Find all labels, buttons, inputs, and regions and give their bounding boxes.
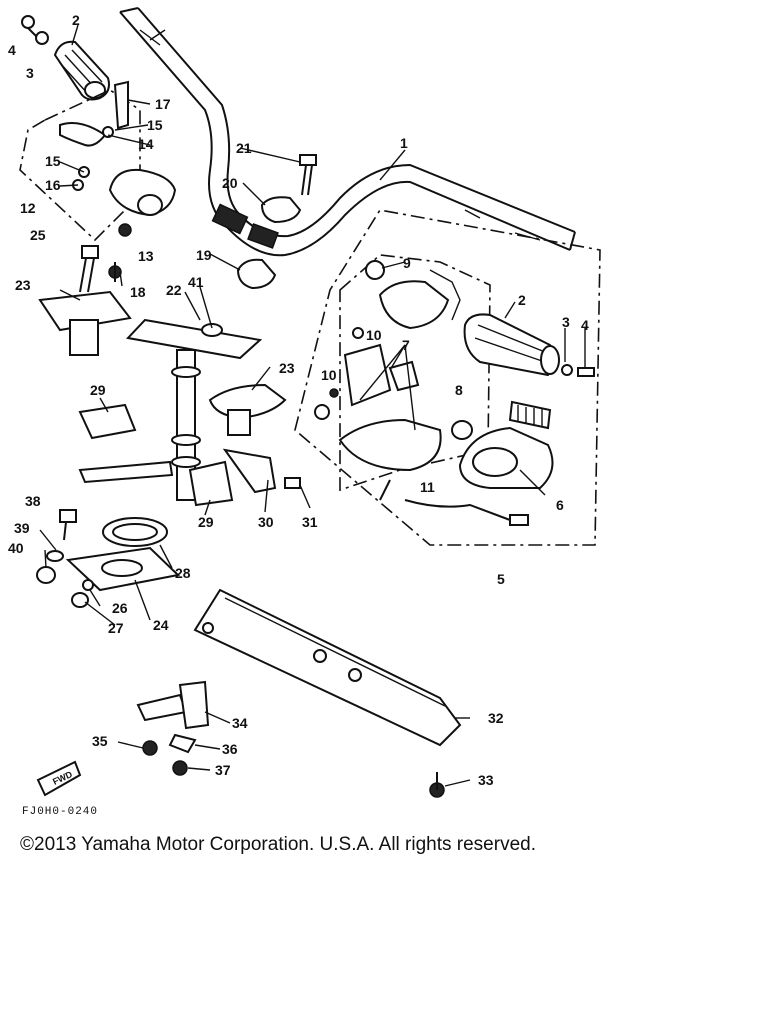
callout-20: 20 (222, 175, 238, 191)
left-bolt (21, 15, 37, 37)
handlebar (119, 7, 576, 257)
callout-31: 31 (302, 514, 318, 530)
right-washer (561, 364, 573, 376)
bolt-21 (299, 154, 317, 196)
callout-15a: 15 (147, 117, 163, 133)
callout-39: 39 (14, 520, 30, 536)
callout-1: 1 (400, 135, 408, 151)
washer-26 (82, 579, 94, 591)
bolt-37 (172, 760, 188, 776)
bracket-34 (136, 680, 210, 730)
callout-4b: 4 (581, 317, 589, 333)
callout-27: 27 (108, 620, 124, 636)
callout-9: 9 (403, 255, 411, 271)
cover-32 (193, 588, 462, 747)
callout-16: 16 (45, 177, 61, 193)
callout-38: 38 (25, 493, 41, 509)
callout-35: 35 (92, 733, 108, 749)
callout-12: 12 (20, 200, 36, 216)
callout-28: 28 (175, 565, 191, 581)
callout-26: 26 (112, 600, 128, 616)
seal-28 (102, 517, 168, 547)
callout-30: 30 (258, 514, 274, 530)
callout-23a: 23 (15, 277, 31, 293)
callout-24: 24 (153, 617, 169, 633)
switch-assembly (294, 209, 601, 546)
callout-2a: 2 (72, 12, 80, 28)
callout-19: 19 (196, 247, 212, 263)
callout-3b: 3 (562, 314, 570, 330)
callout-41: 41 (188, 274, 204, 290)
callout-6: 6 (556, 497, 564, 513)
callout-32: 32 (488, 710, 504, 726)
callout-36: 36 (222, 741, 238, 757)
washer-39 (46, 550, 64, 562)
callout-2b: 2 (518, 292, 526, 308)
right-grip (463, 313, 560, 377)
callout-40: 40 (8, 540, 24, 556)
holder-19 (236, 258, 277, 290)
callout-23b: 23 (279, 360, 295, 376)
copyright-notice: ©2013 Yamaha Motor Corporation. U.S.A. A… (20, 834, 536, 855)
nut-27 (71, 592, 89, 608)
right-bolt (577, 367, 595, 377)
bolt-33 (429, 772, 445, 798)
bolt-38 (59, 509, 77, 541)
bolt-18 (108, 262, 122, 282)
bolt-35 (142, 740, 158, 756)
callout-5: 5 (497, 571, 505, 587)
callout-4a: 4 (8, 42, 16, 58)
leader-lines (39, 24, 586, 787)
lever-assembly (19, 80, 177, 242)
left-washer (35, 31, 49, 45)
plate-36 (168, 733, 197, 754)
callout-34: 34 (232, 715, 248, 731)
steering-column (38, 290, 301, 507)
callout-10b: 10 (321, 367, 337, 383)
callout-22: 22 (166, 282, 182, 298)
callout-29b: 29 (198, 514, 214, 530)
diagram-code: FJ0H0-0240 (22, 806, 99, 818)
left-grip (53, 40, 110, 101)
callout-8: 8 (455, 382, 463, 398)
callout-3a: 3 (26, 65, 34, 81)
nut-40 (36, 566, 56, 584)
callout-labels: 1 2 2 3 3 4 4 5 6 7 8 9 10 10 11 12 13 1… (8, 12, 589, 788)
callout-25: 25 (30, 227, 46, 243)
callout-33: 33 (478, 772, 494, 788)
parts-diagram: FWD (8, 7, 601, 798)
fwd-arrow-icon: FWD (36, 760, 82, 797)
callout-37: 37 (215, 762, 231, 778)
callout-10a: 10 (366, 327, 382, 343)
callout-7: 7 (402, 337, 410, 353)
callout-14: 14 (138, 136, 154, 152)
callout-13: 13 (138, 248, 154, 264)
throttle-lever-6 (458, 400, 554, 489)
callout-11: 11 (420, 479, 435, 495)
callout-18: 18 (130, 284, 146, 300)
callout-15b: 15 (45, 153, 61, 169)
callout-17: 17 (155, 96, 171, 112)
callout-21: 21 (236, 140, 252, 156)
bolt-25 (79, 245, 99, 293)
holder-20 (260, 196, 302, 224)
callout-29a: 29 (90, 382, 106, 398)
